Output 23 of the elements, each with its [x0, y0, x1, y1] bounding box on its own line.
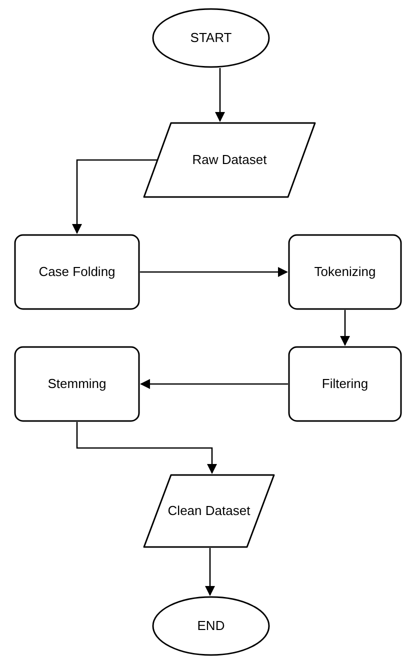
- process-box: [288, 346, 402, 422]
- arrow: [76, 422, 217, 474]
- node-label: START: [190, 29, 232, 48]
- arrow: [215, 68, 225, 122]
- data-parallelogram: [143, 122, 316, 198]
- terminal-ellipse: [152, 596, 270, 656]
- process-box: [14, 234, 140, 310]
- process-box: [14, 346, 140, 422]
- data-parallelogram: [143, 474, 275, 548]
- terminal-ellipse: [152, 8, 270, 68]
- arrow: [140, 267, 288, 277]
- arrow: [340, 310, 350, 346]
- node-label: Tokenizing: [314, 263, 376, 282]
- process-box: [288, 234, 402, 310]
- node-label: Filtering: [322, 375, 368, 394]
- node-label: Case Folding: [38, 263, 116, 282]
- arrow: [140, 379, 288, 389]
- node-label: Stemming: [48, 375, 106, 394]
- node-label: END: [197, 617, 225, 636]
- arrow: [205, 548, 215, 596]
- node-label: Raw Dataset: [192, 151, 267, 170]
- node-label: Clean Dataset: [168, 502, 250, 520]
- arrow: [72, 159, 157, 234]
